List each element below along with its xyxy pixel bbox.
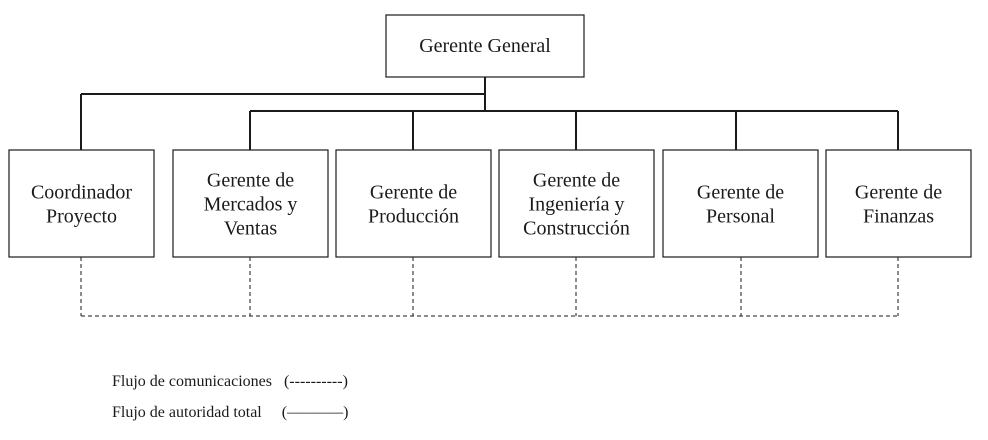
node-gerente-general: Gerente General [385,14,585,78]
node-label-line: Producción [368,206,459,228]
node-label-line: Proyecto [46,206,117,228]
authority-lines [80,77,899,150]
node-label-line: Gerente de [855,182,942,204]
node-label-line: Gerente de [533,170,620,192]
node-box [498,149,655,258]
node-label-line: Coordinador [31,182,132,204]
node-label-line: Gerente de [697,182,784,204]
node-label-line: Mercados y [204,194,298,216]
legend-authority-symbol: (———–) [281,404,349,421]
node-box [335,149,492,258]
node-label-line: Finanzas [863,206,934,228]
node-box [172,149,329,258]
node-box [385,14,585,78]
node-label-line: Personal [706,206,775,228]
legend-authority: Flujo de autoridad total (———–) [96,386,348,440]
org-chart-diagram: Gerente General CoordinadorProyectoGeren… [8,14,972,317]
node-label-line: Ventas [224,218,278,240]
node-box [825,149,972,258]
legend-authority-label: Flujo de autoridad total [112,404,262,421]
communication-lines [80,257,899,317]
node-label: Gerente General [419,35,551,57]
node-label-line: Ingeniería y [528,194,624,216]
node-label-line: Gerente de [207,170,294,192]
node-label-line: Construcción [523,218,630,240]
node-label-line: Gerente de [370,182,457,204]
node-box [662,149,819,258]
node-box [8,149,155,258]
legend-communications-symbol: (----------) [283,373,348,390]
legend-communications: Flujo de comunicaciones (----------) [96,355,348,409]
legend-communications-label: Flujo de comunicaciones [112,373,272,390]
